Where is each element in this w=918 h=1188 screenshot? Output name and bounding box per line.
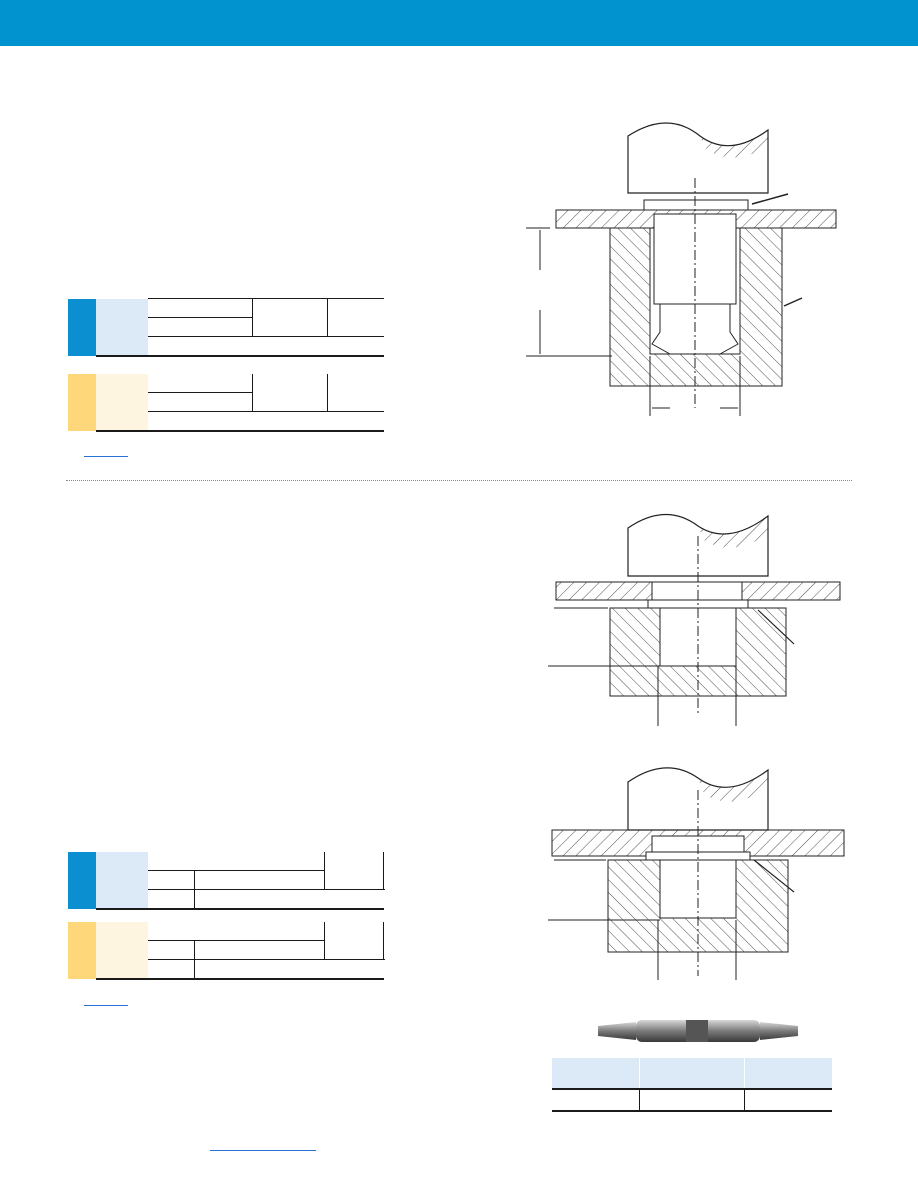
spec-table-blue-2: [68, 852, 384, 910]
reference-link-1[interactable]: [84, 456, 128, 457]
punch-drawing: [526, 122, 837, 416]
reference-link-3[interactable]: [210, 1150, 316, 1151]
reference-link-2[interactable]: [84, 1005, 128, 1006]
spec-table-blue-1: [68, 298, 384, 357]
section-divider: [66, 480, 852, 481]
spec-table-yellow-2: [68, 922, 384, 980]
header-bar: [0, 0, 918, 46]
end-mill-tool: [598, 1020, 798, 1042]
spec-table-yellow-1: [68, 374, 384, 432]
anvil-drawing: [548, 767, 845, 980]
counterbore-drawing: [548, 513, 841, 726]
tool-spec-table: [552, 1058, 832, 1112]
